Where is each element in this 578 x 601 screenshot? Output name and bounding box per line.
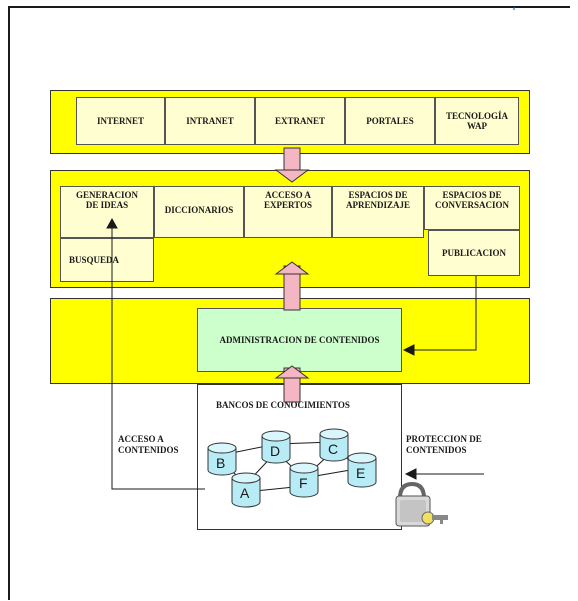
lock-icon (395, 481, 448, 527)
box-espacios-conversacion: ESPACIOS DE CONVERSACION (424, 186, 520, 230)
database-c-icon: C (319, 428, 349, 462)
database-e-label: E (356, 465, 365, 481)
box-tecnologia-wap: TECNOLOGÍA WAP (435, 97, 519, 145)
line-proteccion-contenidos (404, 468, 484, 480)
database-b-icon: B (207, 442, 237, 476)
box-portales: PORTALES (345, 97, 435, 145)
arrow-admin-to-bancos (274, 365, 310, 403)
box-acceso-expertos: ACCESO A EXPERTOS (244, 186, 332, 238)
database-a-label: A (240, 485, 250, 501)
box-diccionarios: DICCIONARIOS (154, 186, 244, 238)
database-f-label: F (299, 475, 308, 491)
database-f-icon: F (289, 462, 319, 498)
box-administracion-contenidos: ADMINISTRACION DE CONTENIDOS (197, 308, 402, 372)
line-acceso-contenidos (106, 217, 205, 490)
arrow-top-to-middle (274, 147, 310, 183)
box-espacios-aprendizaje: ESPACIOS DE APRENDIZAJE (332, 186, 424, 238)
label-proteccion-contenidos: PROTECCION DE CONTENIDOS (406, 434, 482, 455)
database-c-label: C (328, 441, 338, 457)
arrow-middle-to-admin (274, 261, 310, 311)
line-publicacion-admin (402, 276, 477, 356)
database-e-icon: E (347, 452, 377, 488)
box-publicacion: PUBLICACION (428, 230, 520, 276)
box-intranet: INTRANET (165, 97, 255, 145)
box-extranet: EXTRANET (255, 97, 345, 145)
corner-mark-icon: ، (512, 0, 516, 13)
bancos-title: BANCOS DE CONOCIMIENTOS (216, 400, 350, 410)
database-d-icon: D (261, 430, 291, 464)
database-a-icon: A (231, 472, 261, 508)
box-internet: INTERNET (76, 97, 165, 145)
database-d-label: D (270, 443, 280, 459)
database-b-label: B (216, 455, 225, 471)
box-busqueda: BUSQUEDA (60, 238, 154, 282)
box-generacion-ideas: GENERACION DE IDEAS (60, 186, 154, 238)
label-acceso-contenidos: ACCESO A CONTENIDOS (118, 434, 179, 455)
page-frame: ، (8, 0, 570, 600)
